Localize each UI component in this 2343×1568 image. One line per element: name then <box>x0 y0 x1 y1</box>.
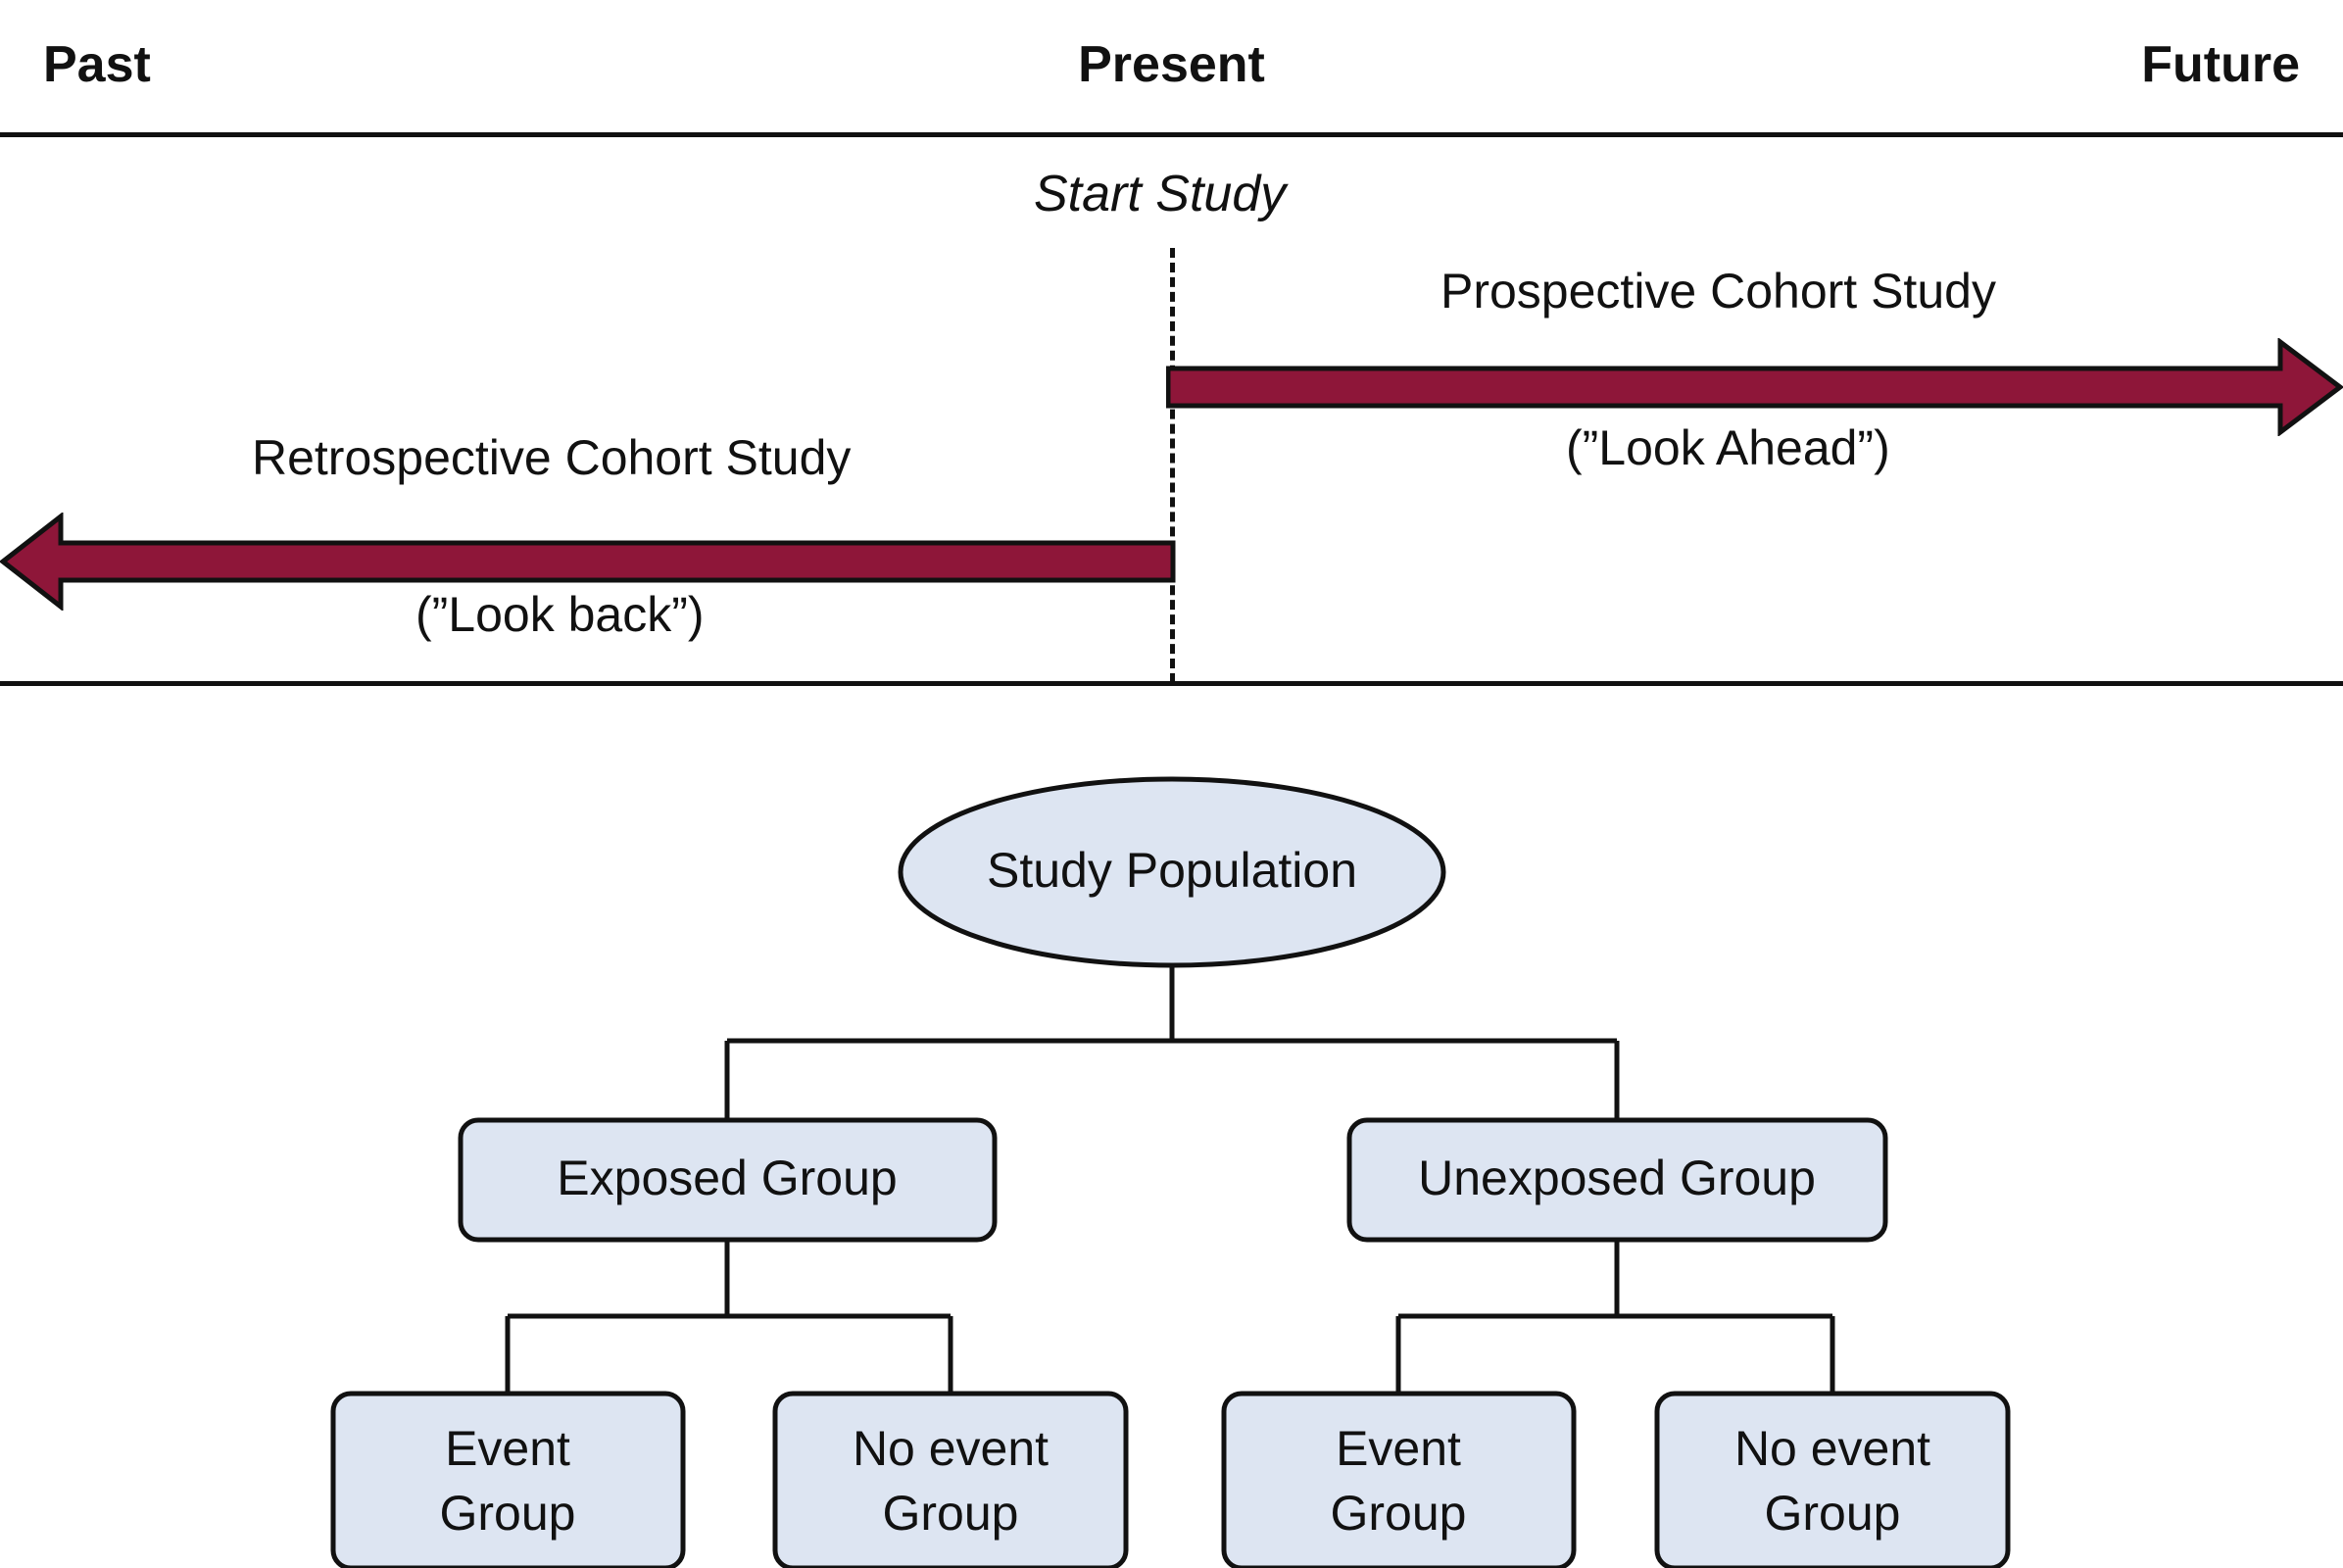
node-exposed-group-label: Exposed Group <box>557 1151 897 1205</box>
prospective-arrow-subtitle: (”Look Ahead”) <box>1566 420 1890 475</box>
start-study-label: Start Study <box>1034 166 1287 222</box>
node-no-event-group-exposed-line2: Group <box>883 1486 1019 1541</box>
node-unexposed-group-label: Unexposed Group <box>1418 1151 1816 1205</box>
timeline-label-present: Present <box>1078 36 1265 93</box>
node-no-event-group-unexposed-line2: Group <box>1765 1486 1901 1541</box>
retrospective-arrow-title: Retrospective Cohort Study <box>252 430 852 485</box>
timeline-bottom-rule <box>0 681 2343 686</box>
node-study-population-label: Study Population <box>987 843 1357 898</box>
prospective-arrow-title: Prospective Cohort Study <box>1440 264 1996 318</box>
timeline-label-past: Past <box>43 36 151 93</box>
node-no-event-group-unexposed-line1: No event <box>1734 1421 1930 1476</box>
node-no-event-group-exposed[interactable]: No event Group <box>772 1391 1129 1568</box>
timeline-label-future: Future <box>2141 36 2300 93</box>
node-unexposed-group[interactable]: Unexposed Group <box>1346 1117 1888 1243</box>
node-event-group-exposed-line2: Group <box>440 1486 576 1541</box>
present-dashed-marker <box>1170 248 1175 683</box>
prospective-arrow <box>1166 338 2343 436</box>
node-event-group-exposed[interactable]: Event Group <box>330 1391 686 1568</box>
node-event-group-unexposed-line2: Group <box>1331 1486 1467 1541</box>
node-exposed-group[interactable]: Exposed Group <box>458 1117 998 1243</box>
node-study-population[interactable]: Study Population <box>898 776 1446 968</box>
retrospective-arrow-subtitle: (”Look back”) <box>415 587 705 642</box>
retrospective-arrow <box>0 513 1176 611</box>
timeline-top-rule <box>0 132 2343 137</box>
node-no-event-group-unexposed[interactable]: No event Group <box>1654 1391 2011 1568</box>
cohort-flowchart: Study Population Exposed Group Unexposed… <box>330 776 2011 1568</box>
node-no-event-group-exposed-line1: No event <box>853 1421 1049 1476</box>
node-event-group-exposed-line1: Event <box>445 1421 570 1476</box>
node-event-group-unexposed[interactable]: Event Group <box>1221 1391 1577 1568</box>
node-event-group-unexposed-line1: Event <box>1336 1421 1461 1476</box>
